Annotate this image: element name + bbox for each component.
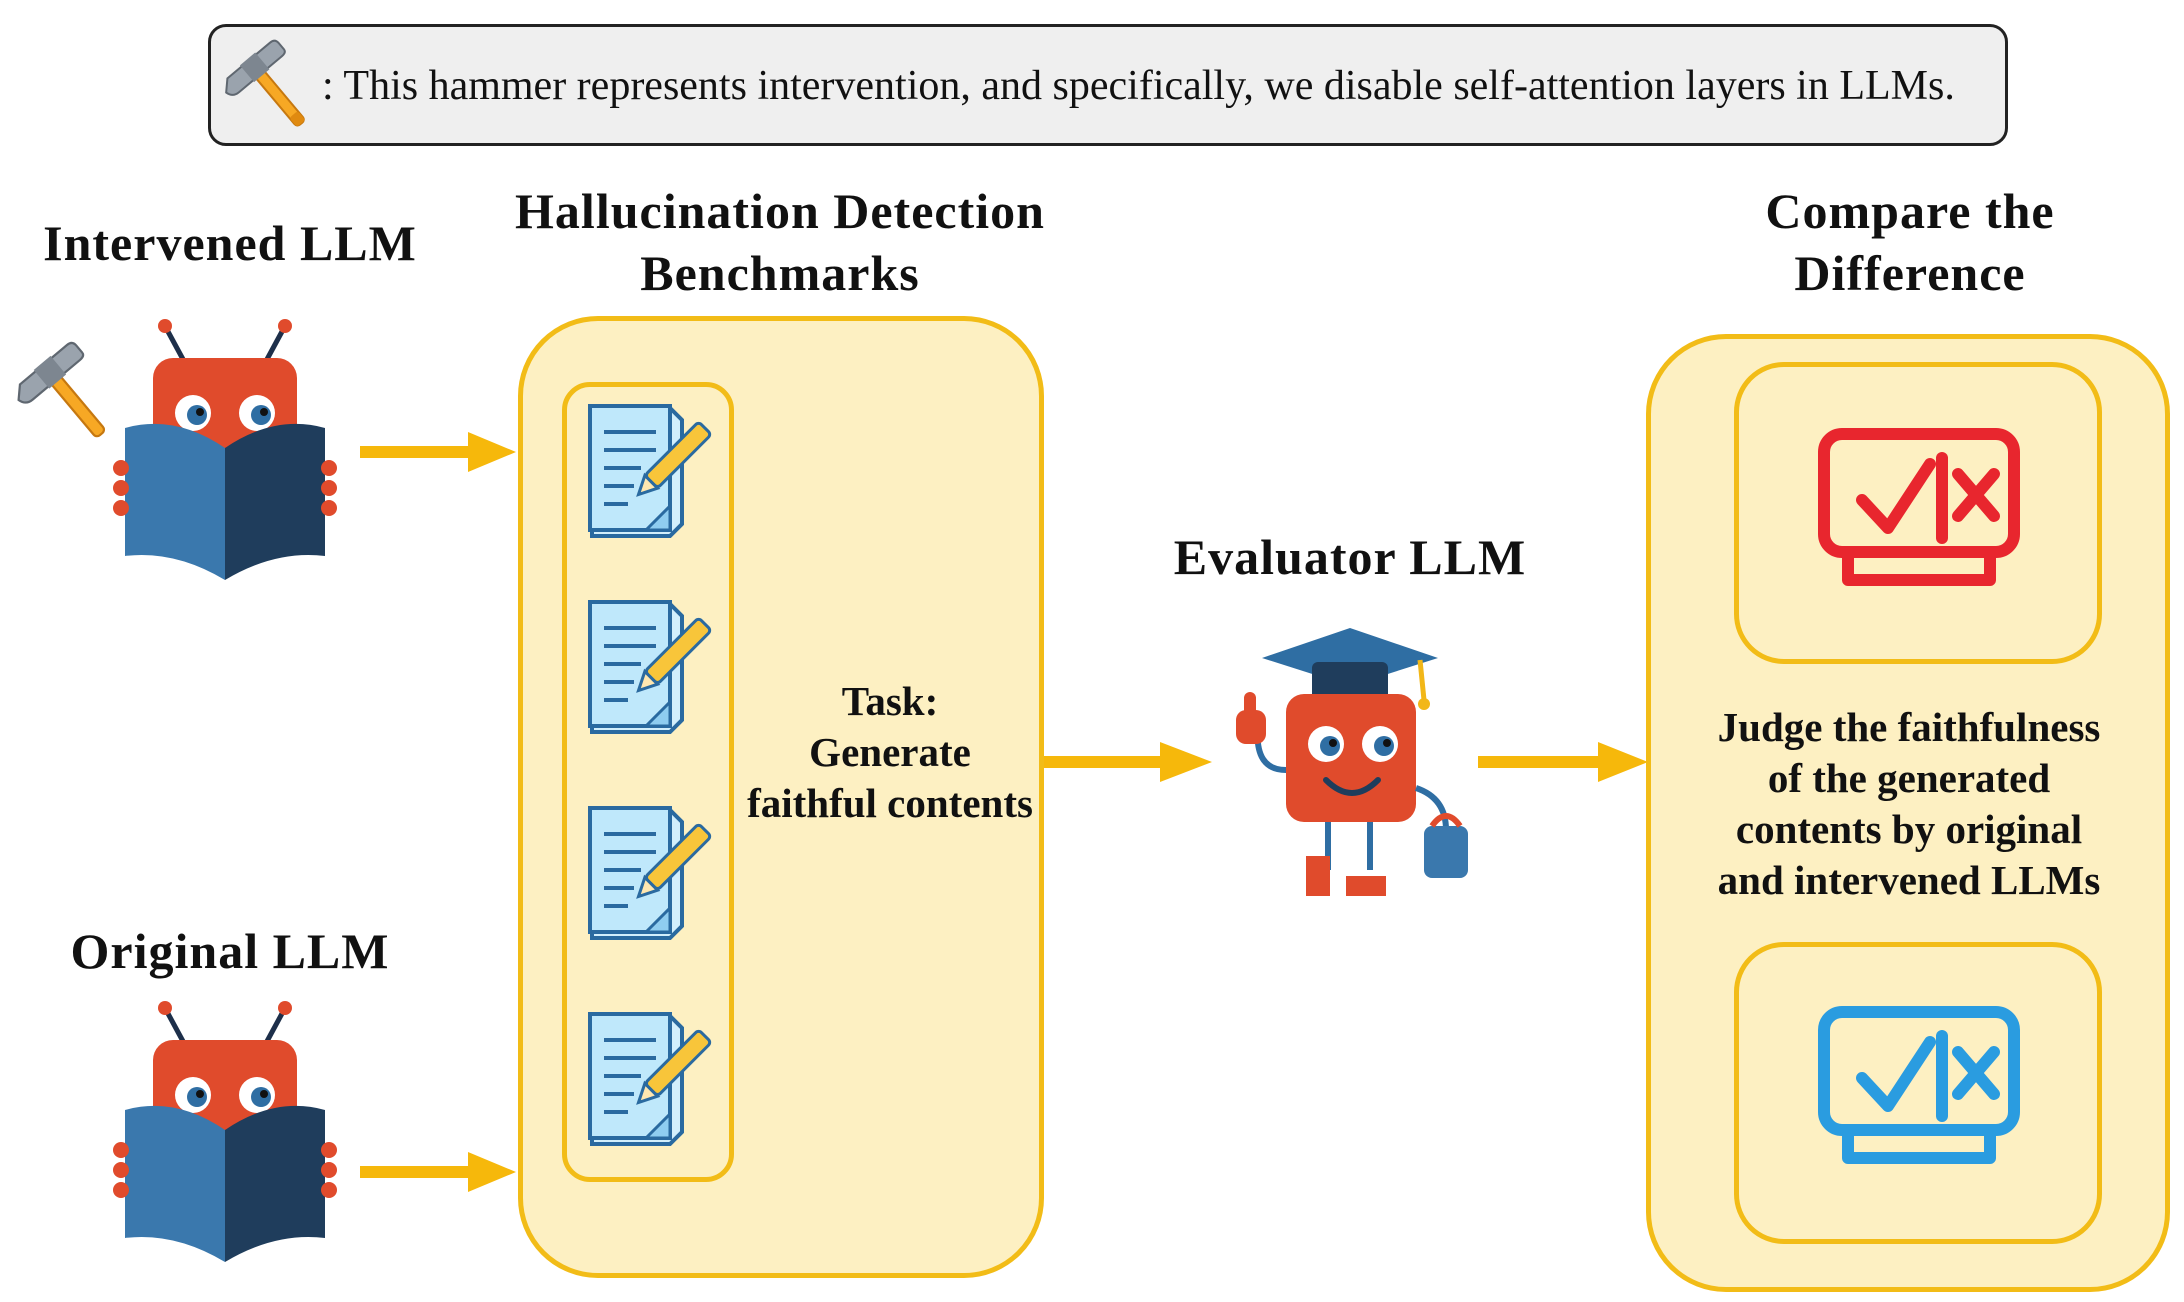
robot-reading-icon [113, 1001, 337, 1262]
benchmarks-title: Hallucination Detection Benchmarks [515, 183, 1045, 301]
arrow-intervened-to-benchmarks [360, 432, 516, 472]
task-line: faithful contents [747, 780, 1033, 826]
document-pen-icon [588, 806, 712, 940]
check-cross-monitor-icon [1818, 428, 2020, 586]
original-llm-title: Original LLM [70, 923, 390, 979]
legend-box [208, 24, 2008, 146]
check-cross-monitor-icon [1818, 1006, 2020, 1164]
graduate-robot-icon [1236, 628, 1468, 896]
task-line: Generate [809, 729, 971, 775]
judge-text: Judge the faithfulness of the generated … [1664, 702, 2154, 906]
monitor-card-bottom [1734, 942, 2102, 1244]
document-pen-icon [588, 1012, 712, 1146]
judge-line: contents by original [1735, 806, 2083, 852]
judge-line: of the generated [1767, 755, 2051, 801]
task-line: Task: [841, 678, 939, 724]
document-pen-icon [588, 404, 712, 538]
arrow-benchmarks-to-evaluator [1042, 742, 1212, 782]
compare-title: Compare the Difference [1765, 183, 2055, 301]
judge-line: and intervened LLMs [1717, 857, 2101, 903]
robot-reading-icon [113, 319, 337, 580]
hammer-icon [225, 39, 305, 127]
evaluator-llm-title: Evaluator LLM [1173, 529, 1527, 585]
document-pen-icon [588, 600, 712, 734]
judge-line: Judge the faithfulness [1717, 704, 2101, 750]
legend-text: : This hammer represents intervention, a… [322, 63, 1955, 109]
intervened-llm-title: Intervened LLM [43, 215, 417, 271]
arrow-evaluator-to-compare [1478, 742, 1648, 782]
hammer-icon [17, 341, 106, 438]
arrow-original-to-benchmarks [360, 1152, 516, 1192]
monitor-card-top [1734, 362, 2102, 664]
task-text: Task: Generate faithful contents [730, 676, 1050, 829]
